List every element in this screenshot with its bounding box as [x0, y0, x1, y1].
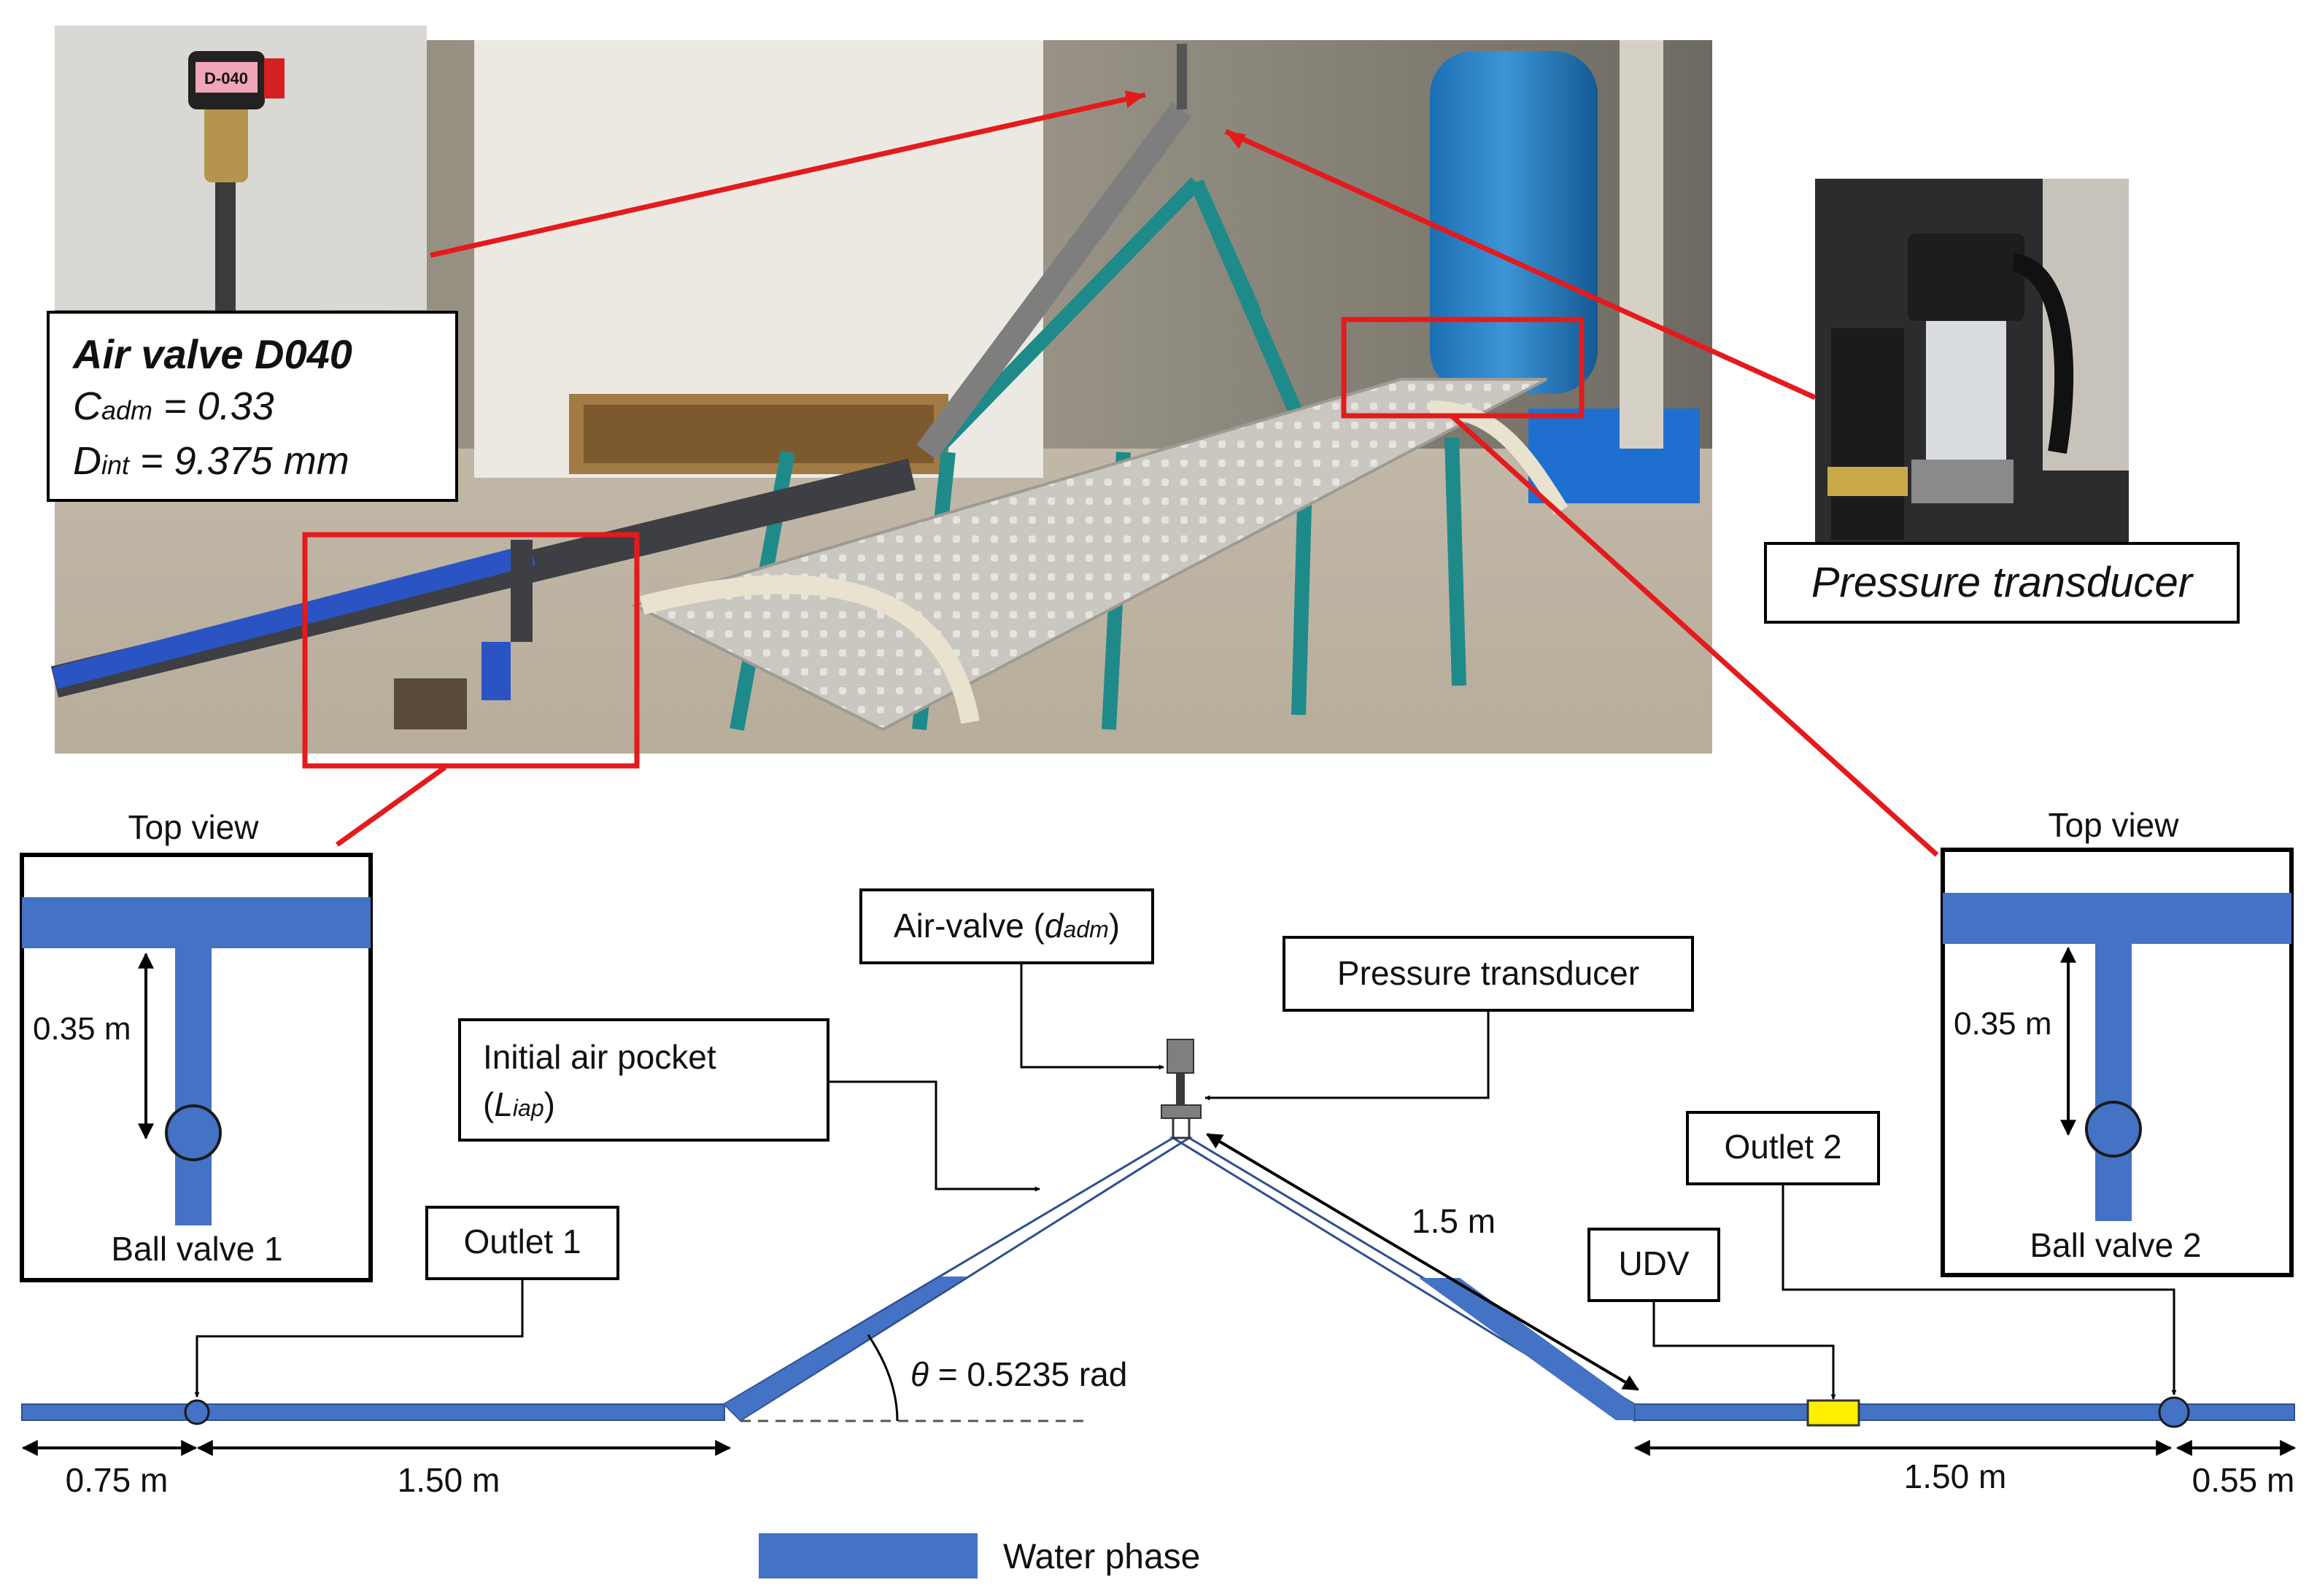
water-column-left [724, 1277, 967, 1420]
dim-right-outer: 0.55 m [2192, 1461, 2295, 1499]
top-view-right: Top view 0.35 m Ball valve 2 [1941, 806, 2294, 1277]
pressure-transducer-photo [1815, 179, 2129, 542]
initial-air-pocket-callout [458, 1018, 829, 1142]
top-view-right-title: Top view [2049, 806, 2180, 844]
c-adm-text: Cadm = 0.33 [73, 384, 274, 428]
air-valve-caption-box: Air valve D040 Cadm = 0.33 Dint = 9.375 … [47, 311, 458, 502]
svg-text:Outlet 1: Outlet 1 [463, 1223, 581, 1260]
dim-left-outer: 0.75 m [66, 1461, 169, 1499]
ball-valve-1-symbol [165, 1104, 222, 1161]
dimensions: 1.5 m θ = 0.5235 rad 0.75 m 1.50 m 1.50 … [21, 1133, 2297, 1499]
outlet-1-symbol [184, 1399, 210, 1425]
svg-text:Initial air pocket: Initial air pocket [483, 1038, 716, 1076]
dim-right-inner: 1.50 m [1904, 1457, 2007, 1495]
transducer-highlight-box [1341, 317, 1585, 419]
tank-image [1430, 51, 1598, 394]
pressure-transducer-callout [1283, 936, 1694, 1012]
red-arrowhead-right [1226, 131, 1246, 149]
dim-left-inner: 1.50 m [398, 1461, 500, 1499]
ball-valve-1-label: Ball valve 1 [111, 1230, 282, 1268]
red-arrowhead-left [1125, 90, 1145, 108]
slope-length-arrow [1206, 1133, 1639, 1391]
svg-text:Pressure transducer: Pressure transducer [1337, 954, 1639, 992]
callouts: Air-valve (dadm) Pressure transducer Ini… [194, 888, 2177, 1400]
ball-valve-2-symbol [2085, 1101, 2142, 1158]
udv-sensor [1806, 1399, 1860, 1427]
outlet-2-symbol [2158, 1396, 2190, 1428]
outlet-2-callout [1686, 1111, 1880, 1185]
legend-water-label: Water phase [1003, 1538, 1200, 1576]
main-photo [50, 40, 1712, 754]
ball-valve-2-label: Ball valve 2 [2030, 1226, 2201, 1264]
svg-text:Outlet 2: Outlet 2 [1724, 1128, 1841, 1166]
svg-text:UDV: UDV [1618, 1244, 1689, 1282]
legend: Water phase [759, 1533, 1200, 1578]
legend-water-swatch [759, 1533, 978, 1578]
air-valve-symbol [1167, 1039, 1194, 1074]
air-valve-caption-title: Air valve D040 [71, 331, 352, 377]
svg-text:Air-valve (dadm): Air-valve (dadm) [894, 907, 1120, 945]
top-view-left-title: Top view [128, 808, 260, 846]
d-int-text: Dint = 9.375 mm [73, 439, 349, 483]
svg-text:0.35 m: 0.35 m [33, 1011, 131, 1047]
ball-valve-highlight-box [302, 532, 640, 769]
highlights [302, 92, 1939, 857]
pipe-right-horizontal [1633, 1403, 2295, 1421]
angle-arc [867, 1334, 899, 1422]
air-valve-tag [196, 62, 258, 93]
slope-length-label: 1.5 m [1412, 1202, 1496, 1240]
pressure-transducer-caption-box: Pressure transducer [1764, 542, 2240, 624]
angle-label: θ = 0.5235 rad [910, 1355, 1127, 1393]
top-view-left: Top view 0.35 m Ball valve 1 [20, 808, 373, 1282]
svg-text:(Liap): (Liap) [483, 1085, 555, 1123]
air-valve-callout [859, 888, 1154, 964]
svg-text:Pressure transducer: Pressure transducer [1811, 559, 2194, 606]
svg-text:D-040: D-040 [204, 69, 248, 88]
pipe-left-horizontal [21, 1403, 725, 1421]
svg-text:0.35 m: 0.35 m [1954, 1006, 2052, 1042]
air-valve-photo: D-040 [55, 26, 427, 314]
